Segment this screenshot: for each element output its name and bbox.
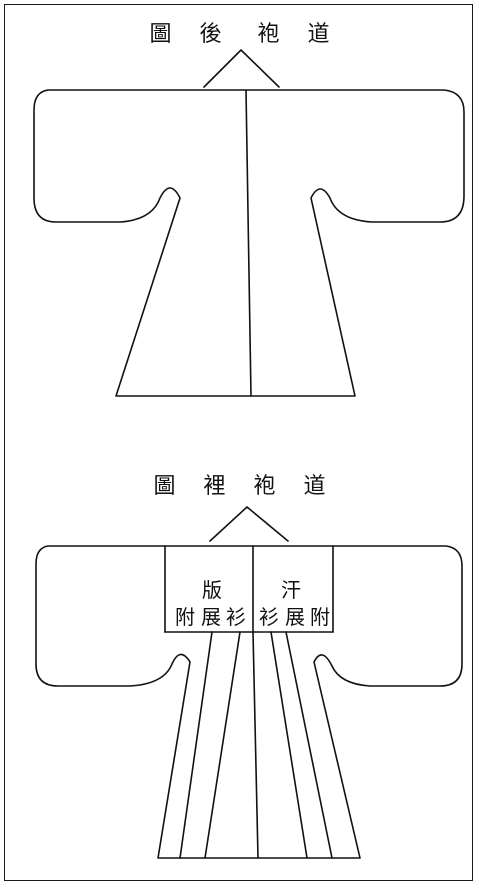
robe-back-outline <box>33 49 465 397</box>
title-back-view: 圖後袍道 <box>0 16 479 48</box>
title-inner-view: 圖裡袍道 <box>0 468 479 500</box>
label-left-bottom-char: 附 <box>175 605 195 629</box>
skirt-strip-line <box>204 631 241 859</box>
label-left-top: 版 <box>202 578 222 602</box>
title-char: 道 <box>303 474 326 499</box>
title-char: 道 <box>307 22 330 47</box>
skirt-strip-line <box>285 631 333 859</box>
title-char: 裡 <box>203 474 226 499</box>
robe-back-body <box>33 89 465 397</box>
title-char: 圖 <box>149 22 172 47</box>
label-right-bottom-char: 展 <box>285 605 305 629</box>
label-right-bottom-char: 附 <box>310 605 330 629</box>
skirt-strip-line <box>270 631 308 859</box>
label-left-bottom-char: 展 <box>201 605 221 629</box>
skirt-center-line <box>252 631 259 859</box>
label-right-top: 汗 <box>281 578 301 602</box>
skirt-strip-line <box>179 631 213 859</box>
label-left-bottom-char: 衫 <box>226 605 246 629</box>
collar <box>209 506 289 542</box>
collar <box>203 49 280 88</box>
title-char: 圖 <box>153 474 176 499</box>
frame-border <box>4 4 473 881</box>
title-char: 袍 <box>257 22 280 47</box>
robe-inner-body <box>35 545 463 859</box>
label-right-bottom-char: 衫 <box>259 605 279 629</box>
title-char: 袍 <box>253 474 276 499</box>
center-seam <box>245 89 252 397</box>
title-char: 後 <box>199 22 222 47</box>
robe-inner-outline: 版 汗 附 展 衫 衫 展 附 <box>35 506 463 859</box>
